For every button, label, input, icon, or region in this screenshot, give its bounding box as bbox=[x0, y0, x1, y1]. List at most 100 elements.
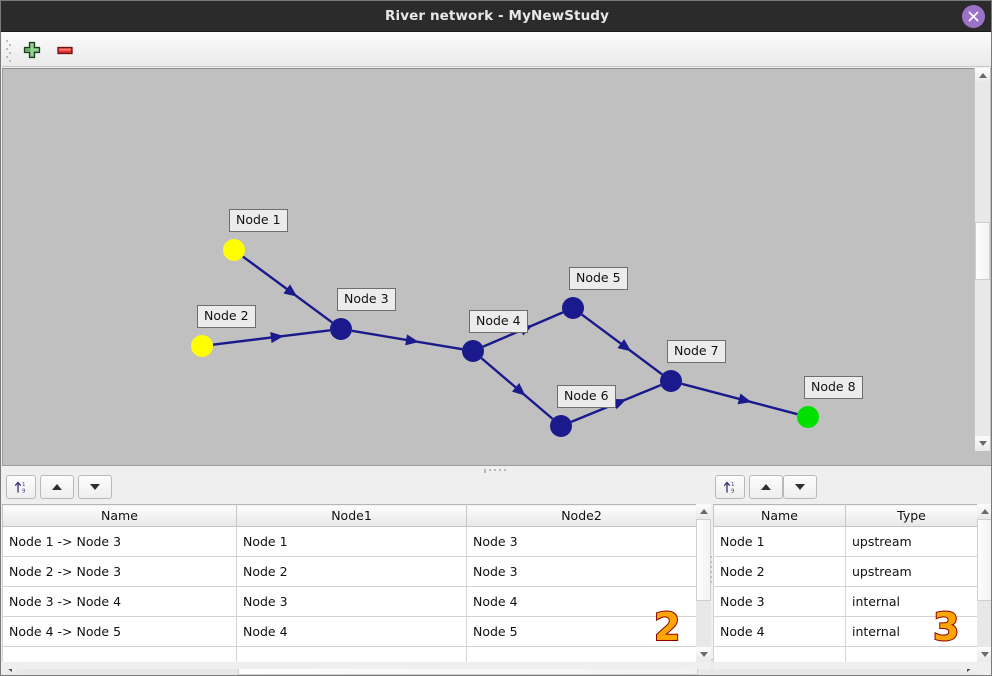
nodes-scroll-down-button[interactable] bbox=[977, 647, 991, 662]
links-col-node1[interactable]: Node1 bbox=[236, 504, 467, 527]
diagram-node-node-7[interactable] bbox=[660, 370, 682, 392]
links-table-cell-node1[interactable]: Node 4 bbox=[236, 616, 467, 647]
nodes-table-cell-type[interactable]: internal bbox=[845, 586, 977, 617]
arrow-up-icon bbox=[761, 484, 771, 490]
links-col-name[interactable]: Name bbox=[2, 504, 237, 527]
links-table-row-empty[interactable] bbox=[2, 646, 696, 662]
links-table-scrollbar[interactable] bbox=[696, 504, 711, 662]
diagram-node-node-1[interactable] bbox=[223, 239, 245, 261]
diagram-vertical-scrollbar[interactable] bbox=[974, 68, 990, 451]
diagram-node-node-2[interactable] bbox=[191, 335, 213, 357]
svg-text:9: 9 bbox=[731, 489, 735, 495]
delete-element-button[interactable] bbox=[52, 37, 78, 63]
window-title: River network - MyNewStudy bbox=[385, 8, 609, 24]
close-icon[interactable] bbox=[962, 5, 985, 28]
chevron-down-icon bbox=[699, 652, 708, 657]
links-scroll-down-button[interactable] bbox=[696, 647, 711, 662]
diagram-node-node-8[interactable] bbox=[797, 406, 819, 428]
nodes-move-up-button[interactable] bbox=[749, 475, 783, 499]
link-arrowhead bbox=[270, 332, 284, 344]
link-arrowhead bbox=[405, 334, 419, 346]
title-bar: River network - MyNewStudy bbox=[1, 1, 991, 32]
nodes-scroll-up-button[interactable] bbox=[977, 504, 991, 519]
diagram-node-label-node-5[interactable]: Node 5 bbox=[569, 267, 628, 290]
arrow-down-icon bbox=[90, 484, 100, 490]
links-table-cell-empty bbox=[466, 646, 696, 662]
links-table-cell-name[interactable]: Node 2 -> Node 3 bbox=[2, 556, 237, 587]
links-table-cell-node1[interactable]: Node 2 bbox=[236, 556, 467, 587]
diagram-node-label-node-1[interactable]: Node 1 bbox=[229, 209, 288, 232]
nodes-table-scrollbar[interactable] bbox=[977, 504, 991, 662]
diagram-node-label-node-3[interactable]: Node 3 bbox=[337, 288, 396, 311]
panels-vertical-grip[interactable] bbox=[710, 556, 714, 586]
links-move-up-button[interactable] bbox=[40, 475, 74, 499]
scroll-down-button[interactable] bbox=[975, 436, 990, 451]
nodes-move-down-button[interactable] bbox=[783, 475, 817, 499]
links-scroll-thumb[interactable] bbox=[696, 519, 711, 601]
diagram-viewport: Node 1 Node 2 Node 3 Node 4 Node 5 Node 6 Node… bbox=[3, 69, 978, 452]
add-element-button[interactable] bbox=[19, 37, 45, 63]
main-toolbar bbox=[2, 32, 991, 67]
links-scroll-up-button[interactable] bbox=[696, 504, 711, 519]
diagram-node-label-node-8[interactable]: Node 8 bbox=[804, 376, 863, 399]
diagram-node-node-4[interactable] bbox=[462, 340, 484, 362]
svg-text:1: 1 bbox=[22, 482, 26, 488]
nodes-table-row-empty[interactable] bbox=[713, 646, 977, 662]
diagram-node-label-node-2[interactable]: Node 2 bbox=[197, 305, 256, 328]
links-move-down-button[interactable] bbox=[78, 475, 112, 499]
scroll-up-button[interactable] bbox=[975, 68, 990, 83]
plus-icon bbox=[23, 41, 41, 59]
nodes-table-cell-type[interactable]: upstream bbox=[845, 526, 977, 557]
links-table-cell-name[interactable]: Node 3 -> Node 4 bbox=[2, 586, 237, 617]
links-table-cell-node1[interactable]: Node 1 bbox=[236, 526, 467, 557]
sort-ascending-icon: 1 9 bbox=[723, 481, 735, 495]
links-sort-button[interactable]: 1 9 bbox=[6, 475, 36, 499]
arrow-down-icon bbox=[795, 484, 805, 490]
links-table-cell-node2[interactable]: Node 3 bbox=[466, 556, 696, 587]
network-diagram-canvas[interactable]: Node 1 Node 2 Node 3 Node 4 Node 5 Node 6 Node… bbox=[2, 68, 991, 466]
nodes-table-cell-type[interactable]: upstream bbox=[845, 556, 977, 587]
nodes-table-cell-name[interactable]: Node 2 bbox=[713, 556, 846, 587]
links-table-cell-node1[interactable]: Node 3 bbox=[236, 586, 467, 617]
links-table-cell-name[interactable]: Node 1 -> Node 3 bbox=[2, 526, 237, 557]
diagram-node-label-node-4[interactable]: Node 4 bbox=[469, 310, 528, 333]
nodes-scroll-thumb[interactable] bbox=[977, 519, 991, 601]
svg-text:9: 9 bbox=[22, 489, 26, 495]
nodes-sort-button[interactable]: 1 9 bbox=[715, 475, 745, 499]
links-table-cell-node2[interactable]: Node 3 bbox=[466, 526, 696, 557]
diagram-node-node-5[interactable] bbox=[562, 297, 584, 319]
links-table-cell-node2[interactable]: Node 5 bbox=[466, 616, 696, 647]
panel-splitter[interactable] bbox=[2, 467, 991, 473]
nodes-panel: 1 9 Name Type bbox=[713, 473, 991, 669]
vscroll-thumb[interactable] bbox=[975, 222, 990, 280]
diagram-node-node-3[interactable] bbox=[330, 318, 352, 340]
splitter-grip bbox=[484, 469, 510, 473]
diagram-node-label-node-6[interactable]: Node 6 bbox=[557, 385, 616, 408]
link-arrowhead bbox=[617, 339, 632, 352]
nodes-table-cell-name[interactable]: Node 1 bbox=[713, 526, 846, 557]
window-resize-grip[interactable] bbox=[982, 667, 987, 672]
diagram-node-node-6[interactable] bbox=[550, 415, 572, 437]
diagram-node-label-node-7[interactable]: Node 7 bbox=[667, 340, 726, 363]
nodes-col-type[interactable]: Type bbox=[845, 504, 977, 527]
nodes-table-cell-type[interactable]: internal bbox=[845, 616, 977, 647]
links-col-node2[interactable]: Node2 bbox=[466, 504, 696, 527]
links-table-cell-node2[interactable]: Node 4 bbox=[466, 586, 696, 617]
links-table-cell-name[interactable]: Node 4 -> Node 5 bbox=[2, 616, 237, 647]
nodes-col-name[interactable]: Name bbox=[713, 504, 846, 527]
toolbar-grip[interactable] bbox=[6, 38, 11, 62]
nodes-table-cell-name[interactable]: Node 3 bbox=[713, 586, 846, 617]
nodes-table-cell-name[interactable]: Node 4 bbox=[713, 616, 846, 647]
